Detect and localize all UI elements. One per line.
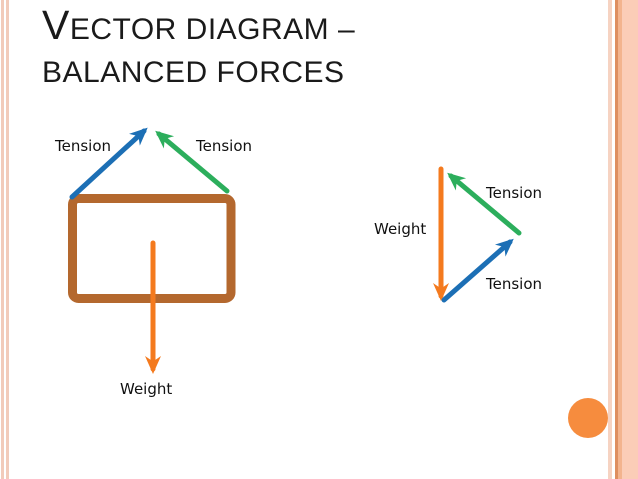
tension-arrow-left-blue (69, 127, 148, 200)
title-lead-cap: V (42, 2, 70, 48)
tension-vector-blue (441, 238, 514, 303)
label-weight-right: Weight (374, 220, 427, 238)
right-border-band (622, 0, 638, 479)
slide-title-line1: VECTOR DIAGRAM – (42, 2, 356, 48)
tension-arrow-right-green (155, 130, 230, 194)
left-border-stripe (1, 0, 4, 479)
label-tension-bottom: Tension (486, 275, 543, 293)
label-tension-left: Tension (55, 137, 112, 155)
label-weight-left: Weight (120, 380, 173, 398)
right-border-accent-line (615, 0, 618, 479)
right-border-band-edge (618, 0, 622, 479)
label-tension-top: Tension (486, 184, 543, 202)
tension-vector-green (447, 172, 522, 236)
slide-title-line2: BALANCED FORCES (42, 56, 345, 89)
slide-title: VECTOR DIAGRAM – BALANCED FORCES (42, 2, 355, 96)
left-border-stripe (6, 0, 9, 479)
right-border-stripe (608, 0, 612, 479)
accent-circle (568, 398, 608, 438)
label-tension-right: Tension (196, 137, 253, 155)
